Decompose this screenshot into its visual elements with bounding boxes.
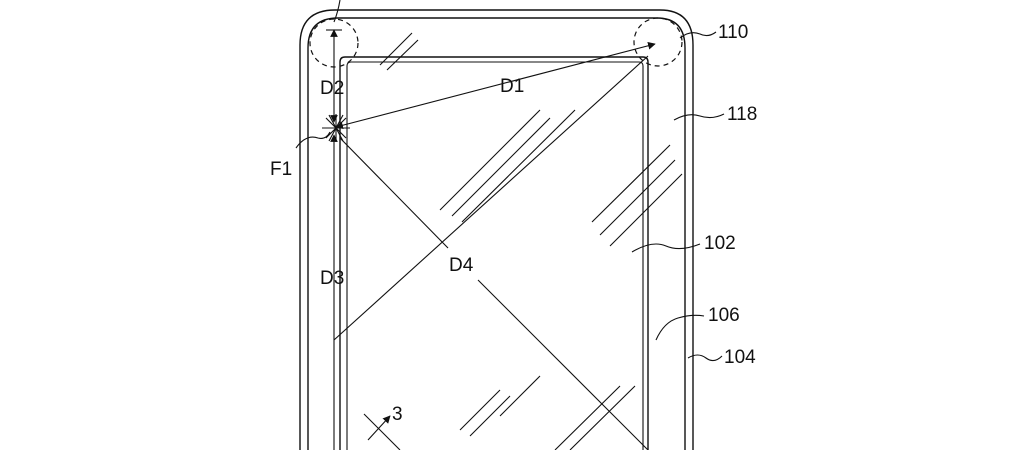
d4-diagonal-line-a	[339, 137, 449, 249]
section-label-3: 3	[392, 404, 403, 425]
dimension-label-d3: D3	[320, 268, 344, 289]
d1-dimension-line	[335, 42, 656, 129]
dimension-label-d4: D4	[449, 255, 474, 276]
ref-label-118: 118	[727, 104, 757, 125]
display-diagonal-line	[333, 55, 649, 341]
ref-label-102: 102	[704, 233, 736, 254]
display-border-inner	[346, 61, 644, 450]
ref-label-104: 104	[724, 347, 756, 368]
ref-label-106: 106	[708, 305, 740, 326]
label-f1: F1	[270, 159, 292, 180]
leader-102	[631, 243, 701, 253]
f1-focal-point	[322, 114, 350, 142]
leader-top	[333, 0, 341, 23]
section-line-3	[363, 413, 401, 450]
leader-f1	[295, 131, 331, 149]
dimension-label-d2: D2	[320, 78, 344, 99]
housing-inner-edge	[307, 17, 686, 450]
corner-region-top-right	[633, 17, 683, 67]
ref-label-110: 110	[718, 22, 748, 43]
display-border-outer	[339, 56, 649, 450]
housing-outer-edge	[299, 9, 694, 450]
d4-diagonal-line-b	[477, 279, 649, 450]
glass-glare-marks	[379, 32, 683, 450]
leader-118	[673, 113, 725, 121]
leader-104	[687, 354, 723, 362]
leader-110	[679, 31, 717, 39]
leader-106	[655, 314, 705, 341]
dimension-label-d1: D1	[500, 76, 524, 97]
